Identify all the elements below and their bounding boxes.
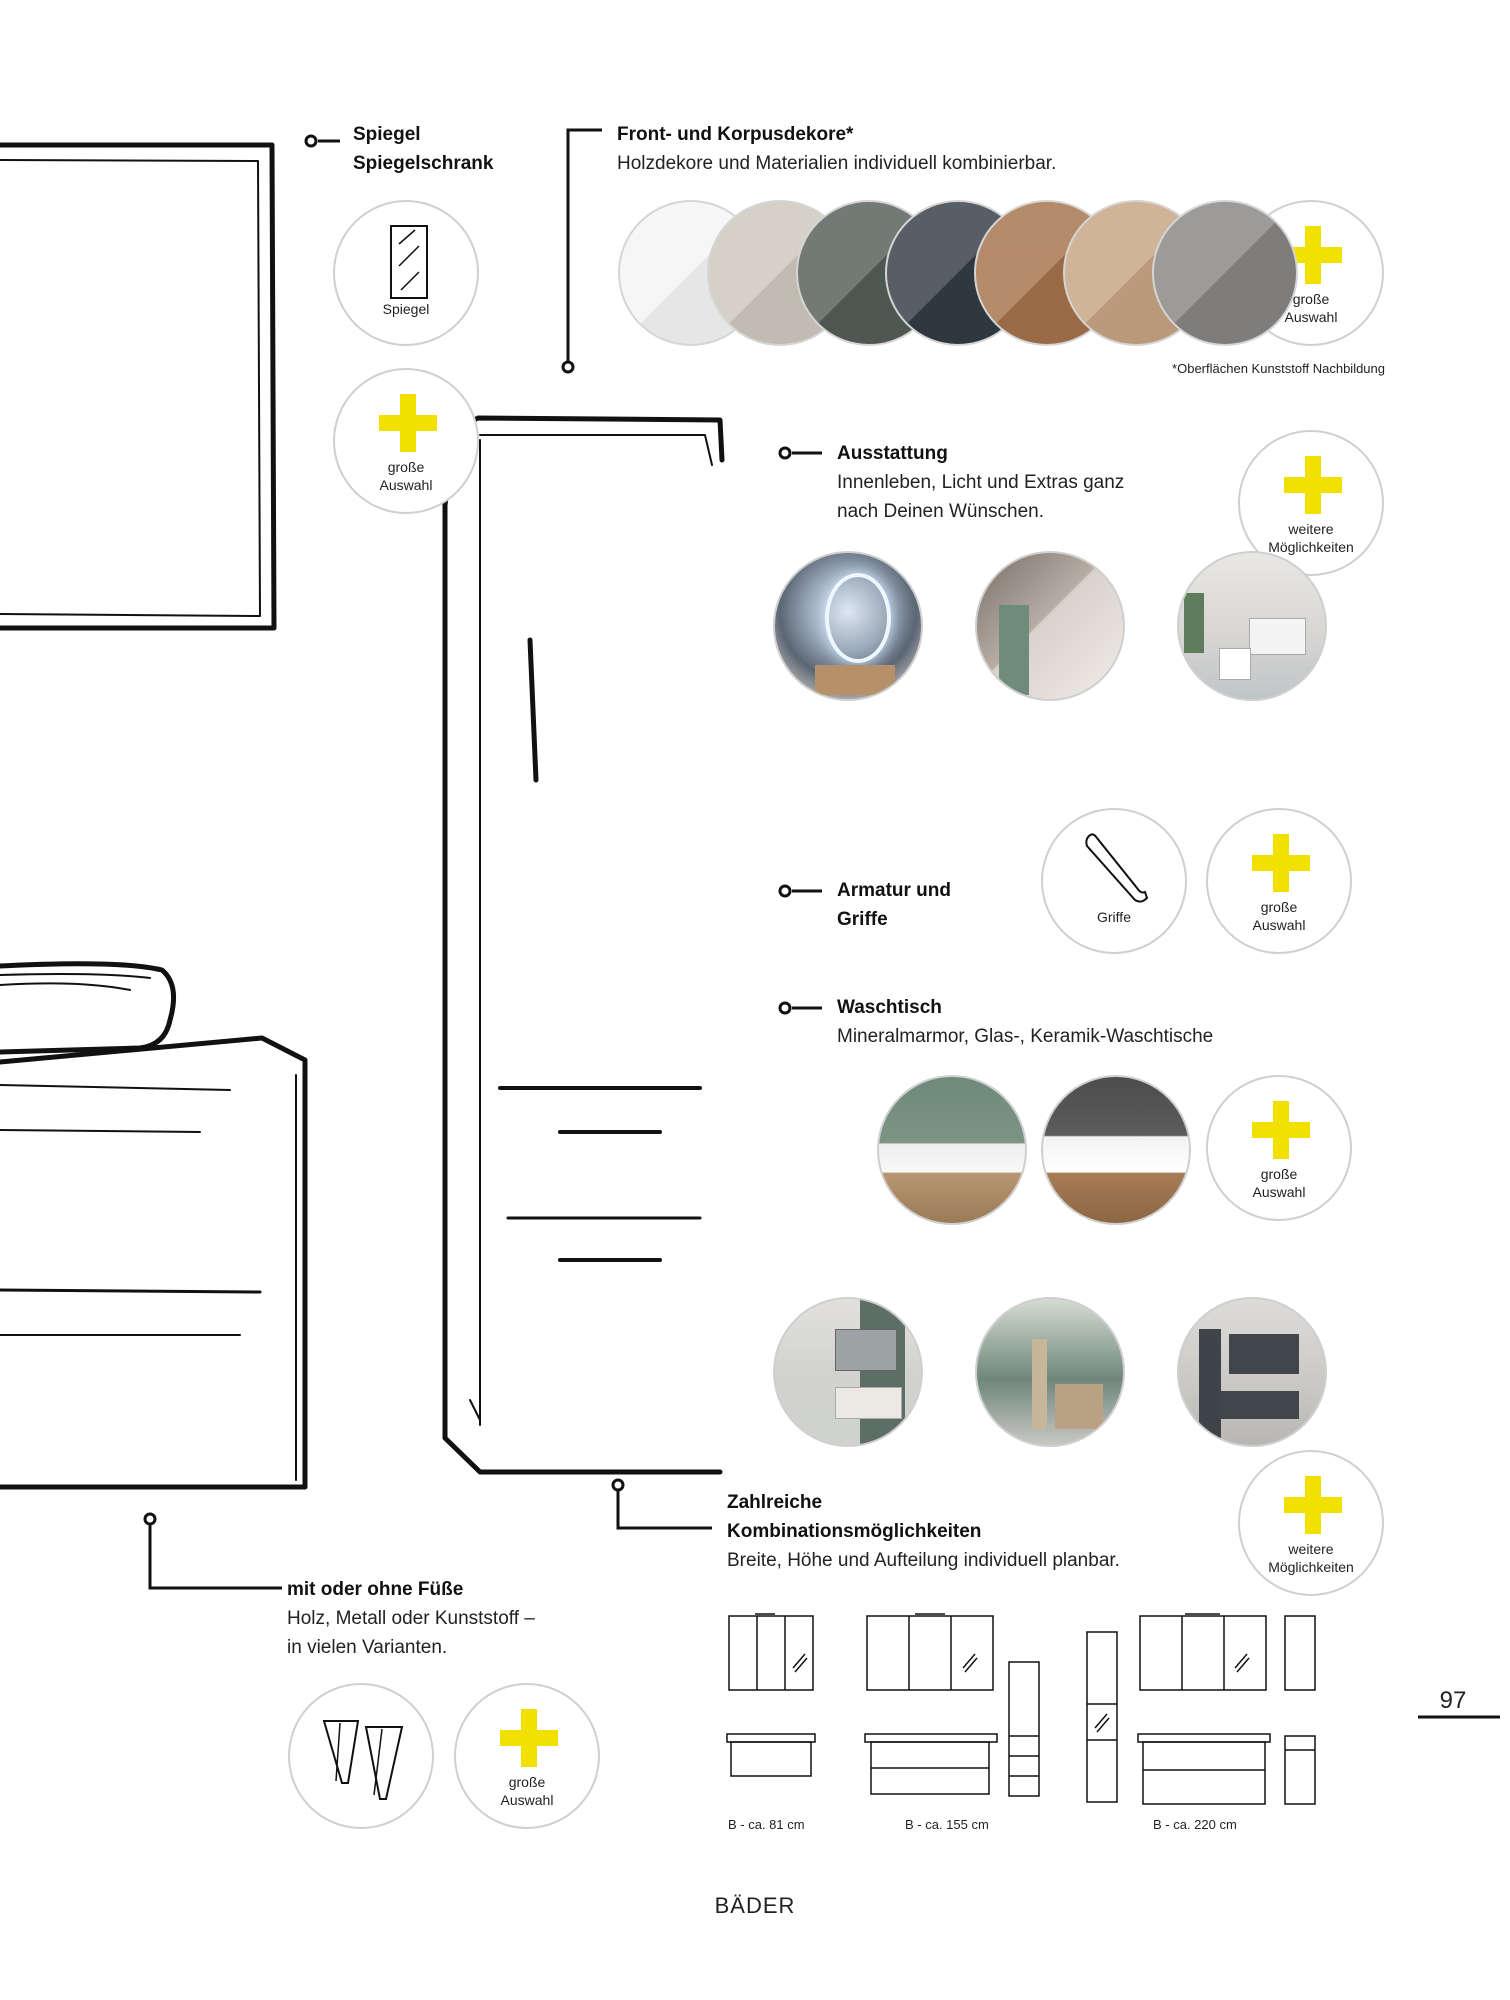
plus-icon	[1284, 456, 1342, 514]
led-mirror-photo	[773, 551, 923, 701]
plus-icon	[1252, 1101, 1310, 1159]
plus-icon	[500, 1709, 558, 1767]
handles-option-label: Griffe	[1097, 909, 1131, 925]
fittings-title: Armatur und	[837, 880, 951, 901]
mirror-icon	[390, 225, 428, 299]
width-label-1: B - ca. 81 cm	[728, 1817, 805, 1832]
mirror-option-label: Spiegel	[382, 301, 430, 317]
feet-line2: in vielen Varianten.	[287, 1637, 448, 1658]
plus-icon	[1284, 1476, 1342, 1534]
bathroom-shelf-photo	[1177, 551, 1327, 701]
combo-photo-1	[773, 1297, 923, 1447]
feet-line1: Holz, Metall oder Kunststoff –	[287, 1608, 535, 1629]
decor-text: Holzdekore und Materialien individuell k…	[617, 153, 1057, 174]
page-number: 97	[1439, 1687, 1467, 1714]
equipment-line2: nach Deinen Wünschen.	[837, 501, 1045, 522]
mirror-title: Spiegel	[353, 124, 421, 145]
plus-icon	[379, 394, 437, 452]
washbasin-photo-1	[877, 1075, 1027, 1225]
fittings-title-2: Griffe	[837, 909, 888, 930]
washbasin-text: Mineralmarmor, Glas-, Keramik-Waschtisch…	[837, 1026, 1214, 1047]
equipment-title: Ausstattung	[837, 443, 948, 464]
feet-title: mit oder ohne Füße	[287, 1579, 464, 1600]
combo-drawings	[726, 1613, 1316, 1805]
decor-title: Front- und Korpusdekore*	[617, 124, 854, 145]
handles-option-circle[interactable]: Griffe	[1041, 808, 1187, 954]
mirror-option-circle[interactable]: Spiegel	[333, 200, 479, 346]
furniture-feet-icon	[322, 1720, 404, 1800]
decor-swatch[interactable]	[1152, 200, 1298, 346]
combos-text: Breite, Höhe und Aufteilung individuell …	[727, 1550, 1120, 1571]
washbasin-title: Waschtisch	[837, 997, 942, 1018]
decor-footnote: *Oberflächen Kunststoff Nachbildung	[1172, 361, 1385, 376]
handle-icon	[1085, 833, 1149, 903]
washbasin-photo-2	[1041, 1075, 1191, 1225]
combo-photo-2	[975, 1297, 1125, 1447]
plus-icon	[1252, 834, 1310, 892]
equipment-line1: Innenleben, Licht und Extras ganz	[837, 472, 1125, 493]
combo-photo-3	[1177, 1297, 1327, 1447]
feet-option-circle[interactable]	[288, 1683, 434, 1829]
mirror-cabinet-title: Spiegelschrank	[353, 153, 494, 174]
combos-title-2: Kombinationsmöglichkeiten	[727, 1521, 982, 1542]
section-label: BÄDER	[714, 1893, 796, 1918]
width-label-3: B - ca. 220 cm	[1153, 1817, 1237, 1832]
combos-title: Zahlreiche	[727, 1492, 823, 1513]
plus-icon	[1284, 226, 1342, 284]
width-label-2: B - ca. 155 cm	[905, 1817, 989, 1832]
towel-holder-photo	[975, 551, 1125, 701]
